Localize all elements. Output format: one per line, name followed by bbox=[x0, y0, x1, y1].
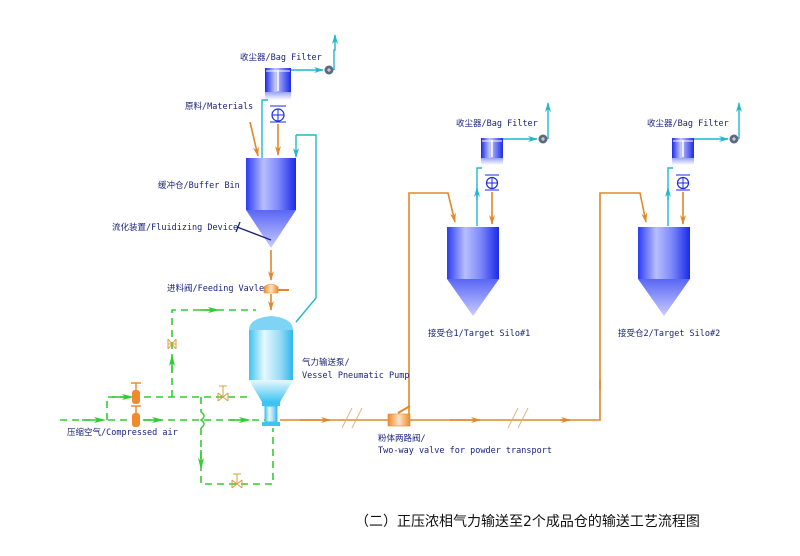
label-feeding-valve: 进料阀/Feeding Vavle bbox=[167, 283, 264, 294]
two-way-valve-icon bbox=[387, 405, 411, 427]
silo1-vent-line bbox=[476, 167, 482, 226]
label-bag-filter-1: 收尘器/Bag Filter bbox=[240, 52, 322, 63]
buffer-bin bbox=[246, 158, 296, 248]
air-valve-icon-3 bbox=[231, 473, 243, 489]
label-target-silo-1: 接受仓1/Target Silo#1 bbox=[428, 328, 530, 339]
line-to-silo1 bbox=[408, 192, 456, 414]
bag-filter-1 bbox=[265, 68, 291, 100]
conveying-line-to-silo2 bbox=[410, 380, 601, 421]
label-two-way-valve-cn: 粉体两路阀/ bbox=[378, 433, 426, 444]
pipe-break-icon-1 bbox=[341, 407, 363, 429]
line-to-silo2 bbox=[599, 192, 648, 390]
air-valve-icon-1 bbox=[167, 338, 177, 350]
exhaust-fan-icon-3 bbox=[729, 134, 739, 144]
pump-vent-return-line bbox=[295, 134, 317, 323]
label-buffer-bin: 缓冲仓/Buffer Bin bbox=[158, 180, 240, 191]
label-pump-cn: 气力输送泵/ bbox=[302, 357, 350, 368]
bag-filter-3 bbox=[672, 138, 694, 165]
label-bag-filter-2: 收尘器/Bag Filter bbox=[456, 118, 538, 129]
vessel-pneumatic-pump bbox=[249, 316, 293, 426]
label-two-way-valve-en: Two-way valve for powder transport bbox=[378, 446, 552, 456]
label-fluidizing-device: 流化装置/Fluidizing Device bbox=[112, 222, 238, 233]
label-pump-en: Vessel Pneumatic Pump bbox=[302, 371, 409, 381]
rotary-valve-icon-3 bbox=[676, 174, 690, 191]
silo2-vent-line bbox=[667, 167, 673, 226]
feeding-valve-icon bbox=[263, 283, 289, 294]
label-bag-filter-3: 收尘器/Bag Filter bbox=[647, 118, 729, 129]
label-target-silo-2: 接受仓2/Target Silo#2 bbox=[618, 328, 720, 339]
rotary-valve-icon-2 bbox=[485, 174, 499, 191]
air-valve-icon-2 bbox=[217, 385, 229, 402]
fan1-vent-line bbox=[332, 34, 338, 70]
pressure-regulator-icon-1 bbox=[131, 382, 141, 404]
figure-caption: （二）正压浓相气力输送至2个成品仓的输送工艺流程图 bbox=[355, 514, 700, 530]
target-silo-1 bbox=[447, 227, 499, 316]
pressure-regulator-icon-2 bbox=[131, 405, 141, 427]
label-materials: 原料/Materials bbox=[185, 101, 253, 112]
target-silo-2 bbox=[638, 227, 690, 316]
buffer-bin-vent-line bbox=[259, 99, 268, 167]
materials-feed-line bbox=[249, 121, 259, 157]
bag-filter-2 bbox=[481, 138, 503, 165]
compressed-air-network bbox=[60, 307, 274, 485]
rotary-valve-icon-1 bbox=[270, 105, 286, 123]
label-compressed-air: 压缩空气/Compressed air bbox=[67, 427, 178, 438]
exhaust-fan-icon-2 bbox=[538, 134, 548, 144]
fluidizing-device-icon bbox=[235, 221, 272, 241]
exhaust-fan-icon-1 bbox=[324, 65, 334, 75]
pipe-break-icon-2 bbox=[507, 407, 529, 429]
